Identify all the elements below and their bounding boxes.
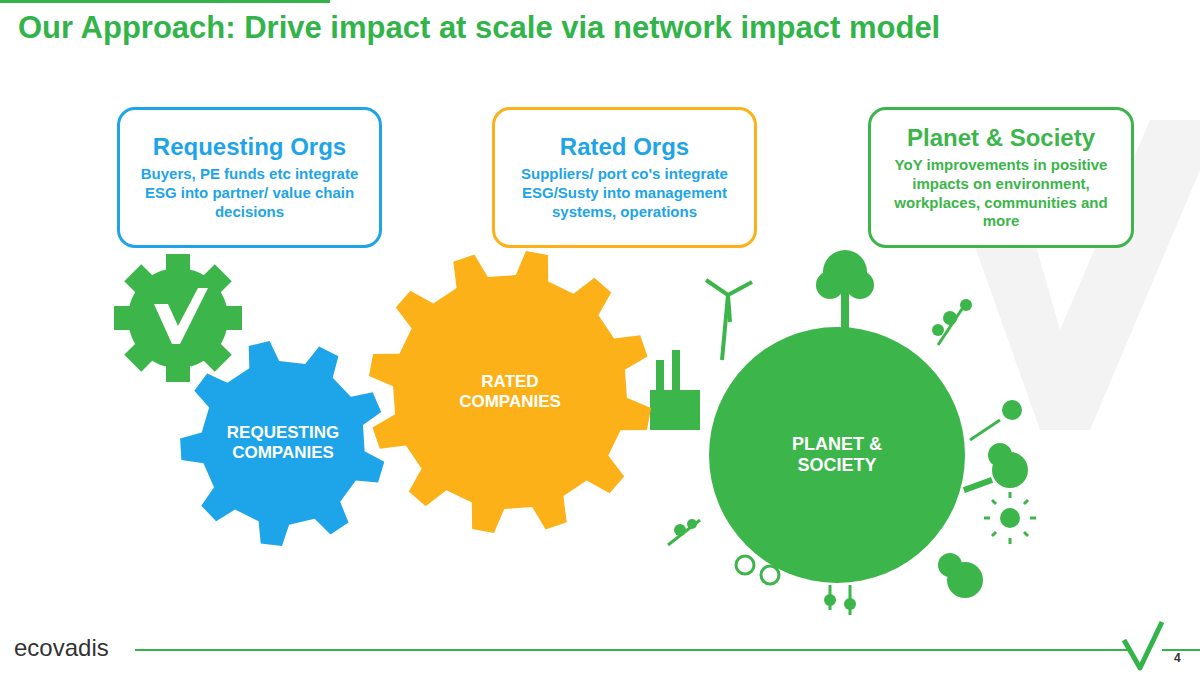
shape-label: REQUESTING COMPANIES <box>218 423 348 462</box>
footer-check <box>1124 622 1162 668</box>
box-heading: Rated Orgs <box>560 133 689 161</box>
text-box: Rated OrgsSuppliers/ port co's integrate… <box>492 107 757 248</box>
footer-rule-end <box>1162 649 1200 651</box>
gear-body <box>180 341 384 546</box>
logo-gear <box>114 254 242 382</box>
text-box: Planet & SocietyYoY improvements in posi… <box>868 107 1134 248</box>
brand-logo: ecovadis <box>14 634 109 662</box>
gear-shape: REQUESTING COMPANIES <box>180 340 386 546</box>
slide-title: Our Approach: Drive impact at scale via … <box>18 10 940 46</box>
box-body: YoY improvements in positive impacts on … <box>889 156 1113 231</box>
planet-illustrations <box>650 250 1036 615</box>
footer-rule <box>135 649 1128 651</box>
box-heading: Planet & Society <box>907 124 1095 152</box>
box-body: Buyers, PE funds etc integrate ESG into … <box>138 165 361 221</box>
gear-body <box>369 251 651 533</box>
text-box: Requesting OrgsBuyers, PE funds etc inte… <box>117 107 382 248</box>
shape-label: RATED COMPANIES <box>445 372 575 411</box>
box-heading: Requesting Orgs <box>153 133 346 161</box>
shape-label: PLANET & SOCIETY <box>777 434 897 475</box>
page-number: 4 <box>1174 651 1181 665</box>
circle-body <box>709 327 965 583</box>
gear-shape: RATED COMPANIES <box>368 250 652 534</box>
planet-circle: PLANET & SOCIETY <box>709 327 965 583</box>
top-rule <box>0 0 330 3</box>
box-body: Suppliers/ port co's integrate ESG/Susty… <box>513 165 736 221</box>
